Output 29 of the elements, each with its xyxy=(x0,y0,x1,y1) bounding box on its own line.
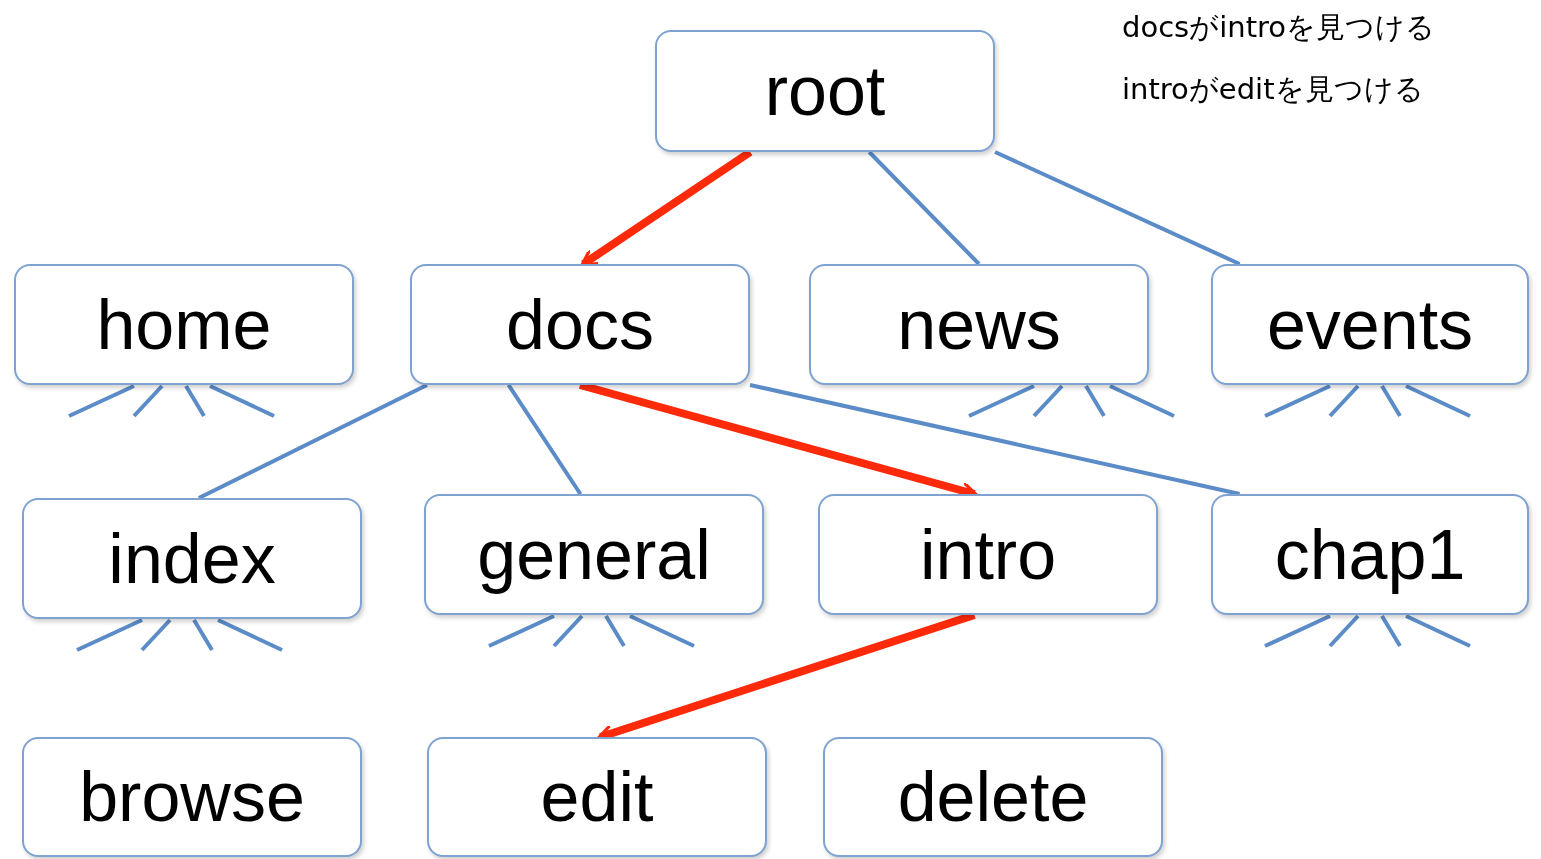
node-box xyxy=(22,498,362,619)
note-text: docsがintroを見つける xyxy=(1122,9,1436,46)
node-label: browse xyxy=(79,762,305,832)
node-box xyxy=(14,264,354,385)
node-box xyxy=(424,494,764,615)
node-label: index xyxy=(108,523,276,594)
node-label: events xyxy=(1266,289,1474,360)
connector-line xyxy=(994,150,1241,266)
node-label: delete xyxy=(897,762,1089,832)
connector-line xyxy=(867,150,981,266)
node-box xyxy=(410,264,750,385)
node-box xyxy=(1211,264,1529,385)
node-label: edit xyxy=(540,762,654,832)
node-box xyxy=(655,30,995,152)
connector-line xyxy=(197,383,428,500)
note-text: introがeditを見つける xyxy=(1122,71,1424,108)
node-box xyxy=(809,264,1149,385)
node-box xyxy=(818,494,1158,615)
node-label: intro xyxy=(919,519,1057,590)
connector-line xyxy=(749,383,1241,496)
node-label: root xyxy=(764,56,886,126)
node-box xyxy=(823,737,1163,857)
node-box xyxy=(22,737,362,857)
connector-line xyxy=(506,383,583,496)
node-label: docs xyxy=(506,289,654,360)
node-box xyxy=(1211,494,1529,615)
node-label: home xyxy=(96,289,272,360)
node-box xyxy=(427,737,767,857)
node-label: news xyxy=(897,289,1061,360)
